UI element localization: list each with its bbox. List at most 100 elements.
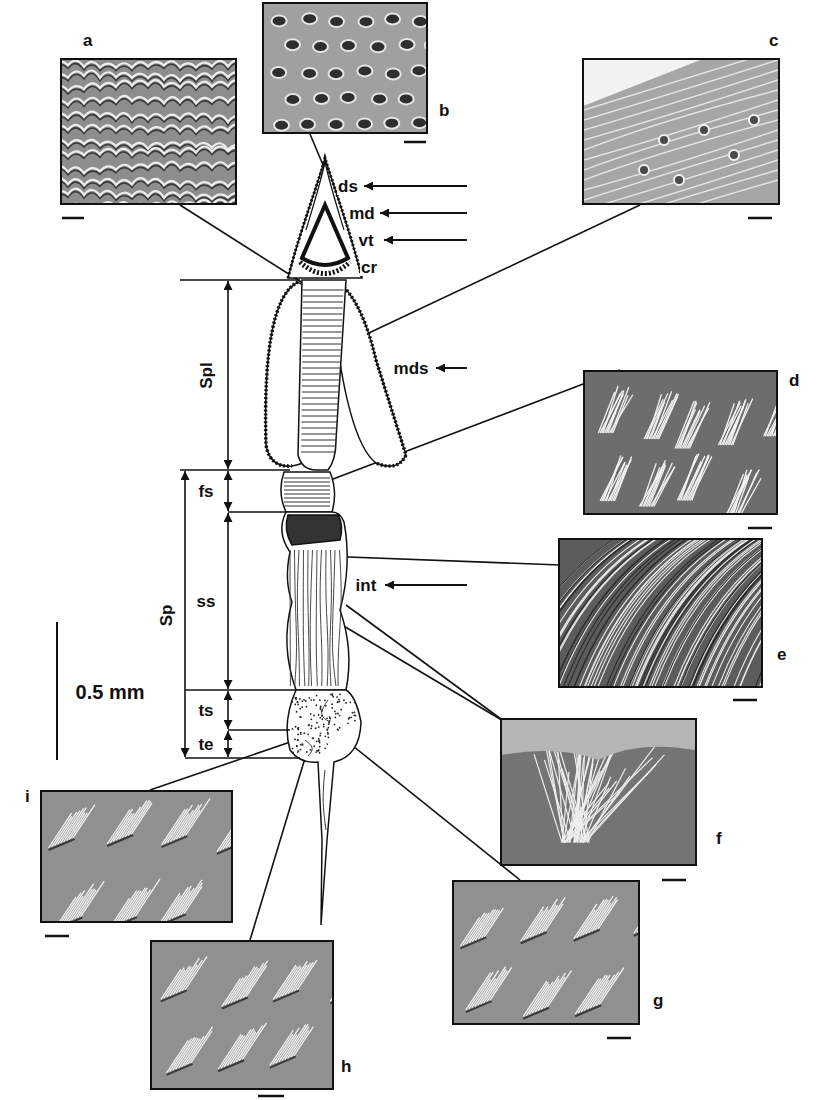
panel-letter: i	[24, 788, 31, 805]
sem-micrograph	[584, 540, 705, 686]
sem-micrograph	[651, 467, 675, 507]
organ-texture	[331, 707, 333, 709]
sem-micrograph	[613, 395, 628, 433]
sem-micrograph	[179, 804, 201, 838]
sem-micrograph	[413, 16, 426, 27]
sem-micrograph	[544, 760, 570, 842]
sem-micrograph	[70, 813, 88, 840]
scale-label: 0.5 mm	[75, 682, 146, 702]
sem-micrograph	[502, 720, 695, 864]
dimension-lines	[184, 471, 186, 757]
organ-texture	[332, 694, 334, 696]
sem-micrograph	[62, 112, 235, 123]
organ-texture	[290, 550, 291, 686]
foregut-drawing	[281, 472, 335, 512]
sem-micrograph	[240, 963, 264, 999]
sem-micrograph	[598, 386, 776, 513]
sem-panel: d	[583, 370, 778, 515]
organ-texture	[308, 550, 309, 686]
sem-micrograph	[634, 904, 638, 934]
leader-lines	[310, 134, 323, 165]
scale-bars	[258, 1095, 284, 1098]
sem-micrograph	[285, 94, 300, 105]
sem-micrograph	[547, 970, 571, 1007]
organ-texture	[316, 695, 318, 697]
sem-micrograph	[560, 540, 633, 686]
organ-texture	[315, 727, 317, 729]
sem-micrograph	[62, 162, 235, 174]
sem-micrograph	[152, 942, 332, 1088]
sem-micrograph	[687, 455, 709, 501]
foregut-drawing	[300, 262, 350, 274]
organ-texture	[284, 498, 330, 499]
sem-micrograph	[243, 961, 268, 998]
sem-micrograph	[460, 892, 638, 1019]
sem-micrograph	[62, 60, 235, 203]
dimension-lines	[227, 281, 229, 469]
sem-micrograph	[490, 967, 512, 1000]
sem-micrograph	[272, 15, 287, 26]
sem-micrograph	[593, 975, 614, 1007]
organ-texture	[303, 732, 305, 734]
sem-micrograph	[638, 540, 759, 686]
sem-micrograph	[472, 909, 493, 941]
leader-lines	[180, 205, 306, 285]
organ-texture	[305, 700, 307, 702]
organ-texture	[313, 745, 315, 747]
organ-texture	[297, 550, 299, 686]
sem-micrograph	[657, 394, 679, 439]
sem-micrograph	[264, 4, 426, 132]
organ-texture	[292, 728, 294, 730]
sem-micrograph	[67, 813, 85, 841]
sem-micrograph	[233, 1031, 255, 1064]
sem-micrograph	[300, 119, 315, 130]
dimension-lines	[180, 279, 300, 281]
organ-texture	[303, 326, 342, 327]
sem-micrograph	[728, 470, 751, 513]
panel-letter: c	[768, 32, 779, 49]
organ-texture	[302, 410, 338, 411]
sem-panel: g	[452, 880, 640, 1025]
organ-texture	[325, 705, 327, 707]
sem-micrograph	[659, 397, 678, 439]
leader-lines	[348, 742, 520, 880]
organ-texture	[306, 751, 308, 753]
sem-panel: c	[582, 58, 780, 205]
organ-texture	[321, 718, 323, 720]
dimension-lines	[228, 511, 285, 513]
organ-texture	[328, 723, 330, 725]
organ-texture	[303, 699, 305, 701]
sem-micrograph	[686, 408, 708, 448]
sem-micrograph	[773, 395, 776, 437]
sem-micrograph	[62, 60, 235, 203]
organ-texture	[354, 712, 356, 714]
sem-micrograph	[160, 914, 186, 921]
organ-texture	[339, 693, 341, 695]
sem-micrograph	[575, 1005, 601, 1016]
organ-texture	[296, 711, 298, 713]
sem-micrograph	[179, 965, 197, 992]
sem-micrograph	[560, 540, 761, 686]
sem-micrograph	[692, 455, 708, 501]
sem-micrograph	[610, 462, 626, 501]
panel-letter: g	[652, 992, 664, 1009]
organ-texture	[318, 740, 320, 742]
sem-micrograph	[672, 540, 761, 686]
organ-texture	[297, 701, 299, 703]
organ-texture	[284, 502, 330, 503]
sem-micrograph	[635, 540, 756, 686]
sem-micrograph	[185, 1036, 205, 1065]
sem-micrograph	[685, 406, 705, 449]
sem-micrograph	[659, 135, 669, 145]
panel-letter: e	[776, 646, 787, 663]
sem-micrograph	[74, 889, 94, 920]
organ-texture	[322, 700, 330, 722]
organ-texture	[313, 699, 315, 701]
foregut-drawing	[302, 205, 348, 265]
organ-texture	[299, 708, 301, 710]
sem-micrograph	[560, 540, 654, 686]
sem-micrograph	[621, 540, 742, 686]
organ-texture	[316, 750, 318, 752]
